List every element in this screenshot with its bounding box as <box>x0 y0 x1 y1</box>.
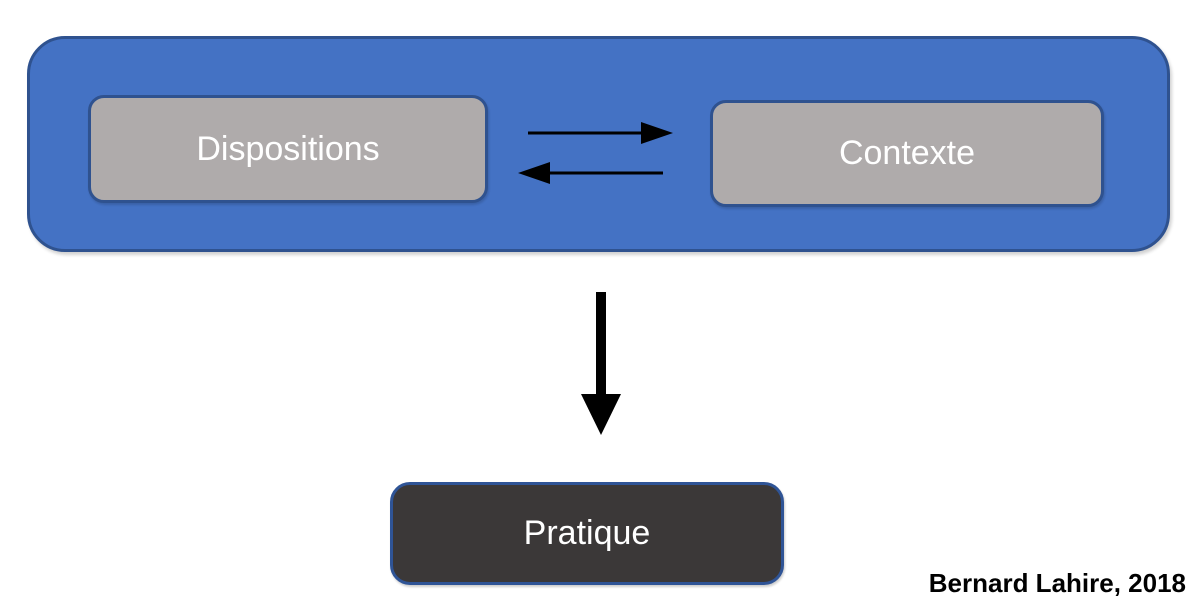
arrow-left-icon <box>516 159 664 187</box>
dispositions-label: Dispositions <box>196 129 380 168</box>
dispositions-box: Dispositions <box>88 95 488 203</box>
contexte-label: Contexte <box>838 134 976 172</box>
credit-text: Bernard Lahire, 2018 <box>928 568 1186 598</box>
arrow-down-icon <box>578 292 624 436</box>
pratique-box: Pratique <box>390 482 784 585</box>
pratique-label: Pratique <box>523 514 651 552</box>
arrow-right-icon <box>527 119 675 147</box>
contexte-box: Contexte <box>710 100 1104 207</box>
